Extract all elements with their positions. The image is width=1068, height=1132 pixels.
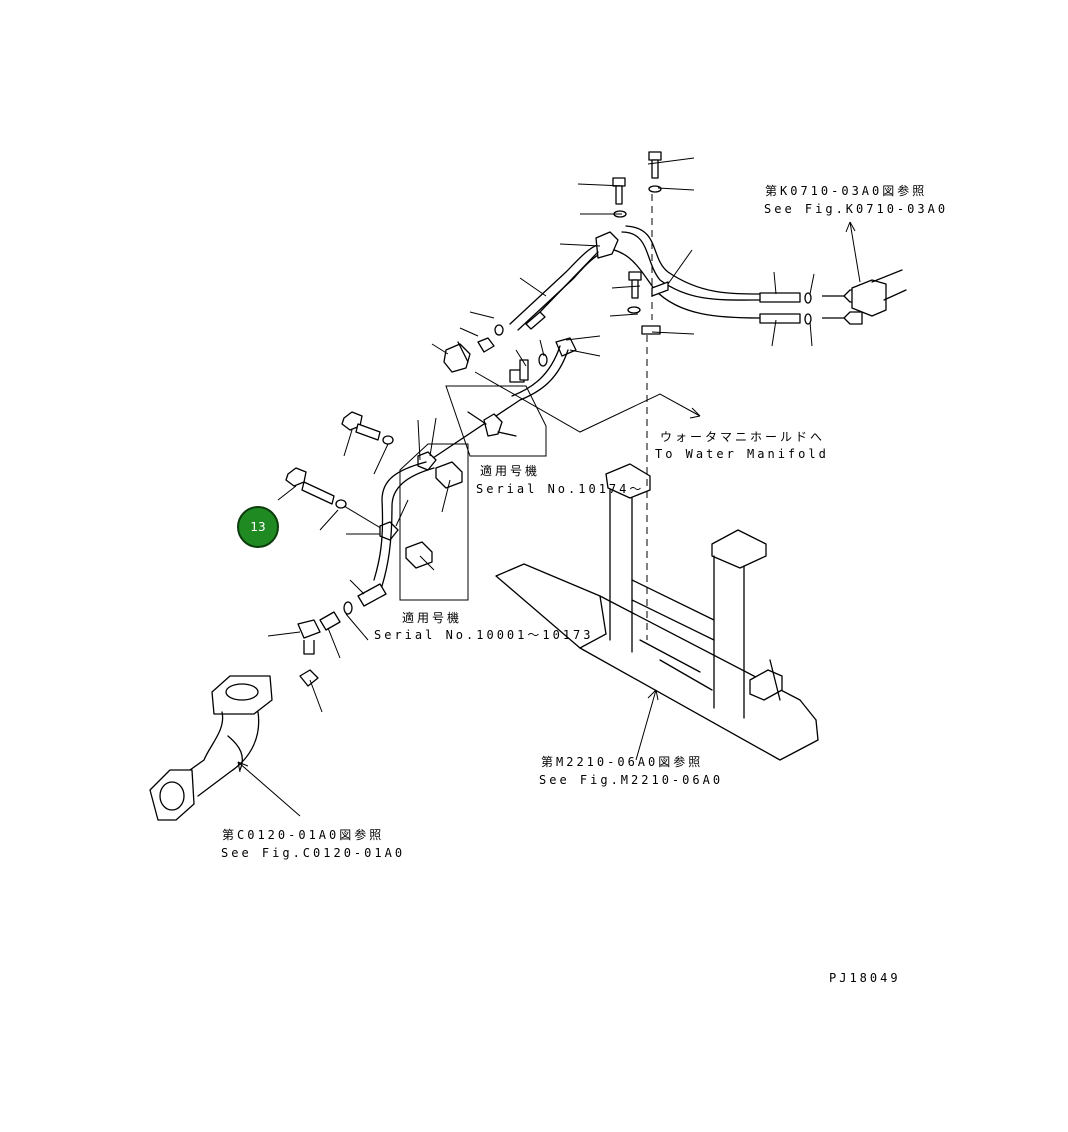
lower-hose <box>373 461 427 581</box>
left-bolt-group <box>285 411 437 541</box>
frame-structure <box>495 463 819 761</box>
ref-k0710-en: See Fig.K0710-03A0 <box>764 202 949 216</box>
center-axis-line <box>646 194 653 640</box>
ref-c0120-jp: 第C0120-01A0図参照 <box>222 828 385 842</box>
leader-lines <box>237 157 861 817</box>
mid-tube <box>429 349 569 461</box>
ref-m2210-en: See Fig.M2210-06A0 <box>539 773 724 787</box>
ref-water-en: To Water Manifold <box>655 447 829 461</box>
right-hose-bundle <box>599 225 907 325</box>
serial-late-jp: 適用号機 <box>480 464 541 478</box>
ref-water-jp: ウォータマニホールドへ <box>660 430 826 444</box>
serial-late-en: Serial No.10174～ <box>476 482 645 496</box>
serial-early-jp: 適用号機 <box>402 611 463 625</box>
ref-k0710-jp: 第K0710-03A0図参照 <box>765 184 928 198</box>
ref-c0120-en: See Fig.C0120-01A0 <box>221 846 406 860</box>
upper-fittings <box>443 324 577 383</box>
elbow-pipe <box>149 675 273 821</box>
callout-13-badge[interactable]: 13 <box>237 506 279 548</box>
inset-box-early <box>399 443 469 601</box>
drawing-id: PJ18049 <box>829 971 901 985</box>
serial-early-en: Serial No.10001～10173 <box>374 628 594 642</box>
upper-tube <box>509 231 619 331</box>
ref-m2210-jp: 第M2210-06A0図参照 <box>541 755 704 769</box>
